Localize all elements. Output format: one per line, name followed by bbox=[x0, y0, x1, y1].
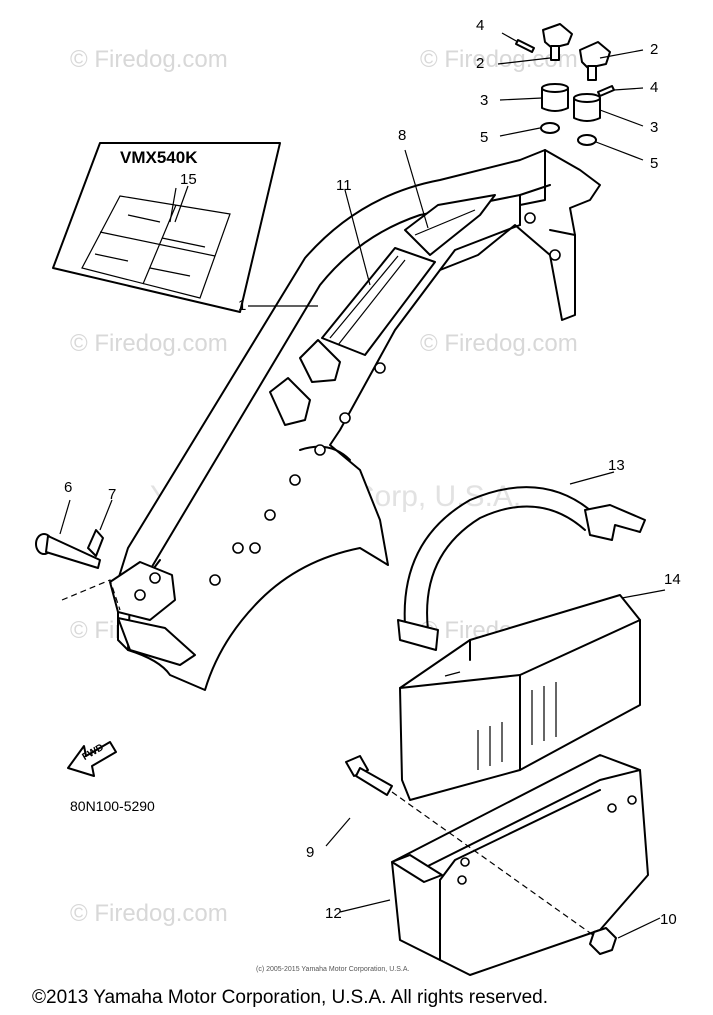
callout-6: 6 bbox=[64, 479, 73, 496]
model-label: VMX540K bbox=[120, 148, 198, 167]
part-code: 80N100-5290 bbox=[70, 798, 155, 814]
watermark-firedog: © Firedog.com bbox=[70, 900, 228, 927]
footer-copyright: ©2013 Yamaha Motor Corporation, U.S.A. A… bbox=[32, 987, 548, 1008]
callout-3-left: 3 bbox=[480, 92, 489, 109]
tray bbox=[339, 754, 649, 976]
rear-fender bbox=[109, 149, 601, 691]
strap bbox=[397, 471, 646, 651]
callout-4-top: 4 bbox=[476, 17, 485, 34]
callout-10: 10 bbox=[660, 911, 677, 928]
callout-15: 15 bbox=[180, 171, 197, 188]
callout-5-left: 5 bbox=[480, 129, 489, 146]
small-copyright: (c) 2005-2015 Yamaha Motor Corporation, … bbox=[256, 966, 410, 973]
decal-box bbox=[52, 142, 281, 313]
callout-2-left: 2 bbox=[476, 55, 485, 72]
callout-1: 1 bbox=[238, 297, 247, 314]
watermark-firedog: © Firedog.com bbox=[70, 330, 228, 357]
bolt-and-nut bbox=[325, 755, 661, 955]
callout-7: 7 bbox=[108, 486, 117, 503]
leader-lines bbox=[174, 149, 429, 307]
bumper-assembly bbox=[497, 23, 644, 161]
callout-12: 12 bbox=[325, 905, 342, 922]
callout-11: 11 bbox=[336, 177, 352, 194]
callout-4-right: 4 bbox=[650, 79, 659, 96]
storage-box bbox=[399, 589, 666, 801]
callout-2-right: 2 bbox=[650, 41, 659, 58]
fwd-arrow bbox=[67, 741, 117, 777]
callout-8: 8 bbox=[398, 127, 407, 144]
callout-9: 9 bbox=[306, 844, 315, 861]
watermark-firedog: © Firedog.com bbox=[420, 330, 578, 357]
pin-and-clip bbox=[35, 499, 121, 611]
callout-5-right: 5 bbox=[650, 155, 659, 172]
callout-3-right: 3 bbox=[650, 119, 659, 136]
watermark-firedog: © Firedog.com bbox=[70, 46, 228, 73]
callout-13: 13 bbox=[608, 457, 625, 474]
callout-14: 14 bbox=[664, 571, 681, 588]
